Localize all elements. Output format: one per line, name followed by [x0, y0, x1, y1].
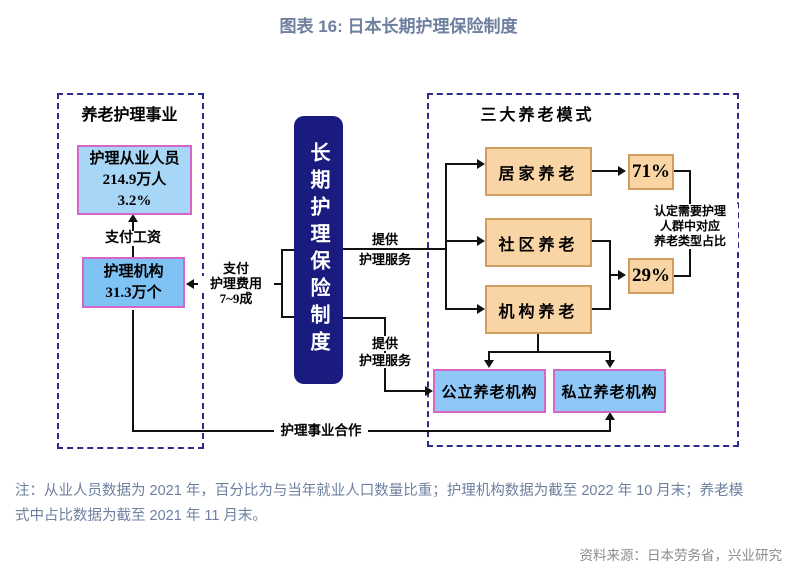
branch-institution-arrowhead-icon [477, 304, 485, 314]
pct-note-line2: 人群中对应 [659, 219, 720, 233]
mode-box-institution: 机构养老 [485, 285, 592, 334]
care-workers-box: 护理从业人员 214.9万人 3.2% [77, 145, 192, 215]
wage-arrowhead-up-icon [128, 214, 138, 222]
pct71-exit-line [672, 170, 691, 172]
branch-community-arrowhead-icon [477, 236, 485, 246]
community-exit-line [592, 240, 611, 242]
footnote-line2: 式中占比数据为截至 2021 年 11 月末。 [15, 508, 267, 524]
institution-split-stem [537, 334, 539, 353]
provide-upper-line2: 护理服务 [358, 252, 411, 267]
private-org-box: 私立养老机构 [553, 369, 666, 413]
left-panel-title: 养老护理事业 [81, 107, 178, 124]
to-29-line [609, 274, 620, 276]
pay-wage-label: 支付工资 [93, 231, 173, 246]
branch-home-line [447, 163, 477, 165]
institution-split-bar [488, 351, 610, 353]
provide-lower-line1: 提供 [352, 336, 418, 351]
split-left-arrowhead-icon [484, 360, 494, 368]
split-right-arrowhead-icon [605, 360, 615, 368]
home-to-71-arrowhead-icon [618, 166, 626, 176]
three-modes-panel [427, 93, 739, 447]
branch-institution-line [447, 308, 477, 310]
footnote-line1: 注：从业人员数据为 2021 年，百分比为与当年就业人口数量比重；护理机构数据为… [15, 483, 744, 499]
fee-arrowhead-left-icon [186, 279, 194, 289]
care-org-box: 护理机构 31.3万个 [82, 257, 185, 308]
branch-community-line [447, 240, 477, 242]
fee-bracket-stub-top [281, 249, 295, 251]
provide-lower-line2: 护理服务 [352, 353, 418, 368]
pct-71-box: 71% [628, 154, 674, 190]
pay-fee-line2: 护理费用 [198, 276, 274, 291]
home-to-71-line [592, 170, 618, 172]
provide-lower-exit-line [343, 317, 386, 319]
footnote: 注：从业人员数据为 2021 年，百分比为与当年就业人口数量比重；护理机构数据为… [15, 479, 790, 529]
fee-bracket-vertical [281, 249, 283, 318]
public-org-box: 公立养老机构 [433, 369, 546, 413]
care-org-label: 护理机构 [103, 263, 164, 280]
pct-note-line3: 养老类型占比 [653, 234, 726, 248]
elderly-care-industry-panel [57, 93, 204, 449]
care-org-count: 31.3万个 [105, 284, 162, 301]
provide-lower-arrowhead-icon [425, 386, 433, 396]
mode-box-community: 社区养老 [485, 218, 592, 267]
cooperation-left-drop [132, 310, 134, 432]
pay-fee-line3: 7~9成 [219, 291, 253, 306]
care-workers-label: 护理从业人员 [89, 150, 180, 167]
institution-exit-line [592, 308, 611, 310]
split-right-drop [609, 351, 611, 361]
pct-note-label: 认定需要护理 人群中对应 养老类型占比 [642, 204, 738, 249]
cooperation-right-rise [609, 420, 611, 431]
pay-fee-line1: 支付 [222, 261, 249, 276]
pct-29-box: 29% [628, 258, 674, 294]
care-workers-count: 214.9万人 [102, 171, 167, 188]
modes-trunk-line [445, 163, 447, 310]
to-29-arrowhead-icon [618, 270, 626, 280]
pct-note-line1: 认定需要护理 [653, 204, 726, 218]
cooperation-line [132, 430, 611, 432]
cooperation-arrowhead-icon [605, 412, 615, 420]
insurance-system-box: 长期护理保险制度 [294, 116, 343, 384]
insurance-system-label: 长期护理保险制度 [307, 142, 329, 358]
figure-title: 图表 16: 日本长期护理保险制度 [279, 17, 518, 36]
provide-upper-line1: 提供 [371, 232, 398, 247]
pay-fee-label: 支付 护理费用 7~9成 [198, 261, 274, 306]
right-panel-title: 三大养老模式 [480, 107, 595, 124]
cooperation-label: 护理事业合作 [274, 423, 368, 438]
provide-lower-entry-line [384, 390, 425, 392]
split-left-drop [488, 351, 490, 361]
pct29-exit-line [672, 275, 691, 277]
provide-service-upper-line [343, 248, 446, 250]
mode-box-home: 居家养老 [485, 147, 592, 196]
care-workers-percent: 3.2% [117, 192, 152, 209]
branch-home-arrowhead-icon [477, 159, 485, 169]
fee-bracket-stub-bottom [281, 316, 295, 318]
source-credit: 资料来源：日本劳务省，兴业研究 [579, 548, 783, 563]
